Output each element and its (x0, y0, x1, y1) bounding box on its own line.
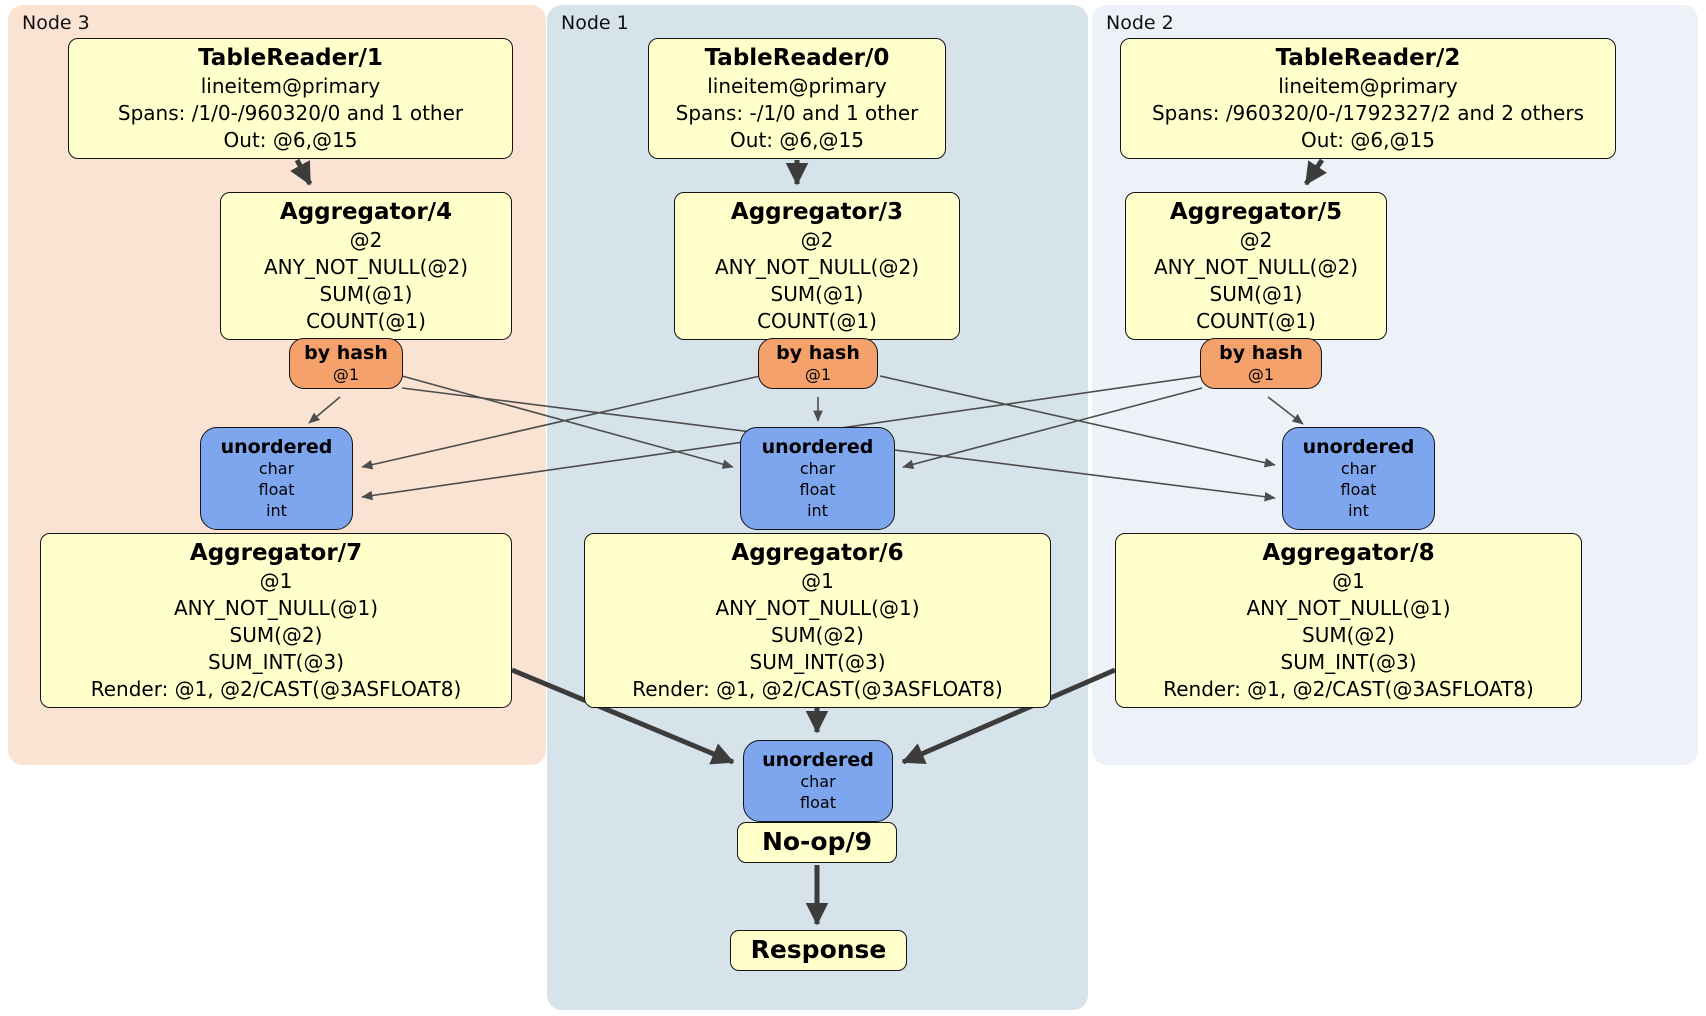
op-detail: Spans: /960320/0-/1792327/2 and 2 others (1151, 101, 1584, 125)
sync-title: unordered (220, 436, 333, 458)
aggregator-3-box: Aggregator/3 @2 ANY_NOT_NULL(@2) SUM(@1)… (674, 192, 960, 340)
sync-unordered-final: unordered char float (743, 740, 893, 822)
op-detail: SUM_INT(@3) (1280, 650, 1417, 674)
op-detail: ANY_NOT_NULL(@2) (1154, 255, 1358, 279)
op-detail: @1 (1332, 569, 1365, 593)
aggregator-7-box: Aggregator/7 @1 ANY_NOT_NULL(@1) SUM(@2)… (40, 533, 512, 708)
router-detail: @1 (804, 365, 832, 384)
sync-unordered-node3: unordered char float int (200, 427, 353, 530)
sync-detail: char (1340, 459, 1377, 478)
op-detail: SUM(@2) (229, 623, 323, 647)
router-title: by hash (776, 342, 860, 364)
sync-detail: float (799, 480, 836, 499)
sync-unordered-node1: unordered char float int (740, 427, 895, 530)
sync-title: unordered (1302, 436, 1415, 458)
op-detail: Out: @6,@15 (730, 128, 864, 152)
op-detail: Render: @1, @2/CAST(@3ASFLOAT8) (1163, 677, 1534, 701)
tablereader-2-box: TableReader/2 lineitem@primary Spans: /9… (1120, 38, 1616, 159)
op-detail: @1 (259, 569, 293, 593)
tablereader-1-box: TableReader/1 lineitem@primary Spans: /1… (68, 38, 513, 159)
op-detail: lineitem@primary (707, 74, 887, 98)
op-detail: Spans: -/1/0 and 1 other (675, 101, 919, 125)
sync-detail: int (1348, 501, 1369, 520)
op-detail: Render: @1, @2/CAST(@3ASFLOAT8) (90, 677, 462, 701)
sync-detail: char (258, 459, 295, 478)
op-detail: lineitem@primary (1278, 74, 1458, 98)
router-by-hash-node1: by hash @1 (758, 338, 878, 389)
router-detail: @1 (332, 365, 360, 384)
op-title: Aggregator/5 (1169, 199, 1343, 225)
noop-9-box: No-op/9 (737, 822, 897, 863)
tablereader-0-box: TableReader/0 lineitem@primary Spans: -/… (648, 38, 946, 159)
router-title: by hash (1219, 342, 1303, 364)
op-title: Aggregator/3 (730, 199, 904, 225)
aggregator-8-box: Aggregator/8 @1 ANY_NOT_NULL(@1) SUM(@2)… (1115, 533, 1582, 708)
sync-detail: float (1340, 480, 1377, 499)
op-detail: ANY_NOT_NULL(@1) (1246, 596, 1451, 620)
op-title: TableReader/1 (198, 45, 383, 71)
sync-unordered-node2: unordered char float int (1282, 427, 1435, 530)
router-by-hash-node3: by hash @1 (289, 338, 403, 389)
op-detail: Render: @1, @2/CAST(@3ASFLOAT8) (632, 677, 1003, 701)
op-detail: @2 (800, 228, 834, 252)
sync-detail: float (258, 480, 295, 499)
op-title: Aggregator/8 (1262, 540, 1435, 566)
node2-label: Node 2 (1106, 12, 1174, 34)
op-detail: SUM(@1) (770, 282, 864, 306)
sync-detail: int (807, 501, 828, 520)
aggregator-4-box: Aggregator/4 @2 ANY_NOT_NULL(@2) SUM(@1)… (220, 192, 512, 340)
sync-detail: int (266, 501, 287, 520)
node1-label: Node 1 (561, 12, 629, 34)
op-title: Aggregator/6 (731, 540, 904, 566)
response-box: Response (730, 930, 907, 971)
router-title: by hash (304, 342, 388, 364)
op-detail: COUNT(@1) (1196, 309, 1316, 333)
op-detail: SUM(@1) (1209, 282, 1303, 306)
aggregator-6-box: Aggregator/6 @1 ANY_NOT_NULL(@1) SUM(@2)… (584, 533, 1051, 708)
op-title: TableReader/2 (1275, 45, 1461, 71)
op-detail: ANY_NOT_NULL(@2) (715, 255, 919, 279)
op-title: TableReader/0 (704, 45, 890, 71)
op-detail: SUM(@2) (1302, 623, 1395, 647)
sync-title: unordered (761, 436, 874, 458)
op-title: Aggregator/4 (279, 199, 453, 225)
op-detail: Spans: /1/0-/960320/0 and 1 other (117, 101, 464, 125)
sync-title: unordered (762, 749, 874, 771)
op-detail: lineitem@primary (200, 74, 381, 98)
op-detail: @2 (349, 228, 383, 252)
router-detail: @1 (1247, 365, 1275, 384)
op-detail: ANY_NOT_NULL(@2) (264, 255, 468, 279)
op-detail: COUNT(@1) (757, 309, 877, 333)
node3-label: Node 3 (22, 12, 90, 34)
op-detail: Out: @6,@15 (223, 128, 358, 152)
op-detail: SUM(@2) (771, 623, 864, 647)
sync-detail: char (800, 772, 836, 791)
sync-detail: char (799, 459, 836, 478)
aggregator-5-box: Aggregator/5 @2 ANY_NOT_NULL(@2) SUM(@1)… (1125, 192, 1387, 340)
op-detail: Out: @6,@15 (1301, 128, 1435, 152)
op-detail: @2 (1239, 228, 1273, 252)
op-detail: COUNT(@1) (306, 309, 426, 333)
op-detail: ANY_NOT_NULL(@1) (174, 596, 378, 620)
op-detail: SUM_INT(@3) (208, 650, 344, 674)
op-detail: ANY_NOT_NULL(@1) (715, 596, 920, 620)
router-by-hash-node2: by hash @1 (1200, 338, 1322, 389)
op-detail: @1 (801, 569, 834, 593)
op-detail: SUM(@1) (319, 282, 413, 306)
sync-detail: float (800, 793, 836, 812)
op-detail: SUM_INT(@3) (749, 650, 886, 674)
op-title: Aggregator/7 (189, 540, 363, 566)
